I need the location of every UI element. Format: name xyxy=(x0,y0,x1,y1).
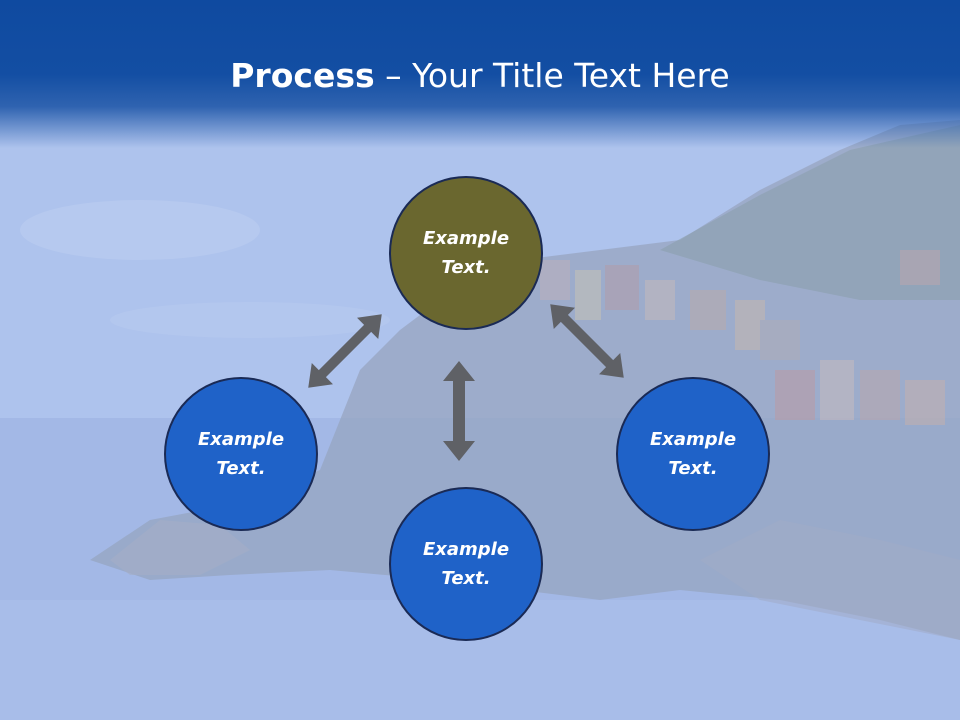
arrow-top-right xyxy=(550,304,624,378)
slide-title: Process – Your Title Text Here xyxy=(0,52,960,100)
node-right-text: Example Text. xyxy=(649,429,737,479)
process-node-bottom[interactable]: Example Text. xyxy=(389,487,543,641)
node-top-text: Example Text. xyxy=(422,228,510,278)
title-bar xyxy=(0,0,960,148)
title-bold: Process xyxy=(230,56,375,95)
arrow-top-left xyxy=(308,314,382,388)
node-bottom-text: Example Text. xyxy=(422,539,510,589)
process-node-top[interactable]: Example Text. xyxy=(389,176,543,330)
process-node-right[interactable]: Example Text. xyxy=(616,377,770,531)
node-left-text: Example Text. xyxy=(197,429,285,479)
process-node-left[interactable]: Example Text. xyxy=(164,377,318,531)
title-rest: – Your Title Text Here xyxy=(374,56,730,95)
arrow-vertical xyxy=(443,361,475,461)
